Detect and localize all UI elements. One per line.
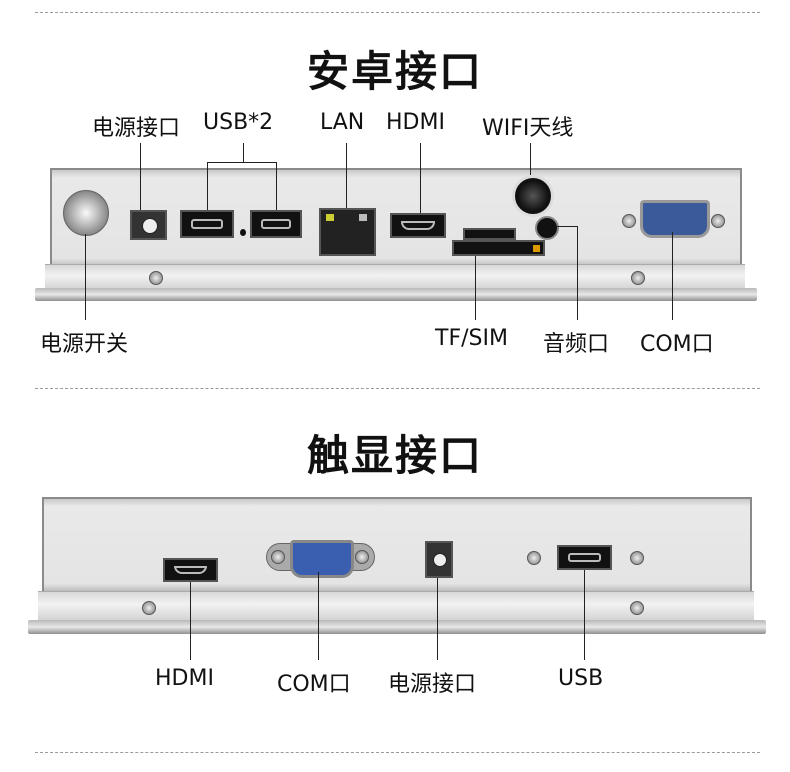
device-body <box>42 497 752 593</box>
device-lip <box>35 288 757 301</box>
leader-line <box>437 578 438 660</box>
divider <box>35 388 760 389</box>
hdmi-port-icon <box>390 213 446 238</box>
tf-slot-icon <box>463 228 516 240</box>
label-usb: USB <box>558 666 604 691</box>
leader-line <box>190 582 191 660</box>
hdmi-port-icon <box>163 558 218 582</box>
usb-port-icon <box>250 210 302 238</box>
label-lan: LAN <box>320 110 365 135</box>
label-power-port: 电源接口 <box>92 116 181 141</box>
leader-line <box>243 143 244 162</box>
audio-jack-icon <box>535 216 559 240</box>
screw-icon <box>630 551 644 565</box>
label-hdmi: HDMI <box>155 666 214 691</box>
label-power-switch: 电源开关 <box>40 332 129 357</box>
com-port-icon <box>640 200 710 238</box>
android-interface-title: 安卓接口 <box>306 47 483 96</box>
screw-icon <box>527 551 541 565</box>
leader-line <box>555 226 578 227</box>
device-lip <box>28 620 766 634</box>
leader-line <box>207 162 208 210</box>
leader-line <box>672 232 673 320</box>
leader-line <box>475 256 476 320</box>
screw-icon <box>271 550 285 564</box>
screw-icon <box>631 271 645 285</box>
sim-slot-icon <box>452 240 545 256</box>
leader-line <box>584 570 585 660</box>
divider <box>35 12 760 13</box>
wifi-antenna-icon <box>512 175 554 217</box>
label-com: COM口 <box>277 672 351 697</box>
leader-line <box>530 143 531 175</box>
screw-icon <box>630 601 644 615</box>
leader-line <box>577 226 578 320</box>
power-switch-icon <box>63 190 109 236</box>
leader-line <box>346 143 347 208</box>
dc-jack-icon <box>130 210 167 240</box>
screw-icon <box>355 550 369 564</box>
label-audio: 音频口 <box>543 332 610 357</box>
dc-jack-icon <box>425 541 453 578</box>
lan-port-icon <box>319 208 376 256</box>
leader-line <box>207 162 277 163</box>
screw-icon <box>622 214 636 228</box>
usb-port-icon <box>180 210 234 238</box>
screw-icon <box>142 601 156 615</box>
touch-display-interface-title: 触显接口 <box>306 431 483 480</box>
usb-port-icon <box>557 545 612 570</box>
leader-line <box>420 143 421 213</box>
label-wifi: WIFI天线 <box>482 116 574 141</box>
screw-icon <box>149 271 163 285</box>
label-power-port: 电源接口 <box>388 672 477 697</box>
label-com: COM口 <box>640 332 714 357</box>
indicator-dot <box>240 229 246 236</box>
label-hdmi: HDMI <box>386 110 445 135</box>
divider <box>35 752 760 753</box>
vga-com-port-icon <box>290 540 354 578</box>
screw-icon <box>711 214 725 228</box>
leader-line <box>85 234 86 320</box>
leader-line <box>276 162 277 210</box>
leader-line <box>318 572 319 660</box>
label-usb: USB*2 <box>203 110 274 135</box>
label-tf-sim: TF/SIM <box>435 326 508 351</box>
leader-line <box>140 143 141 210</box>
